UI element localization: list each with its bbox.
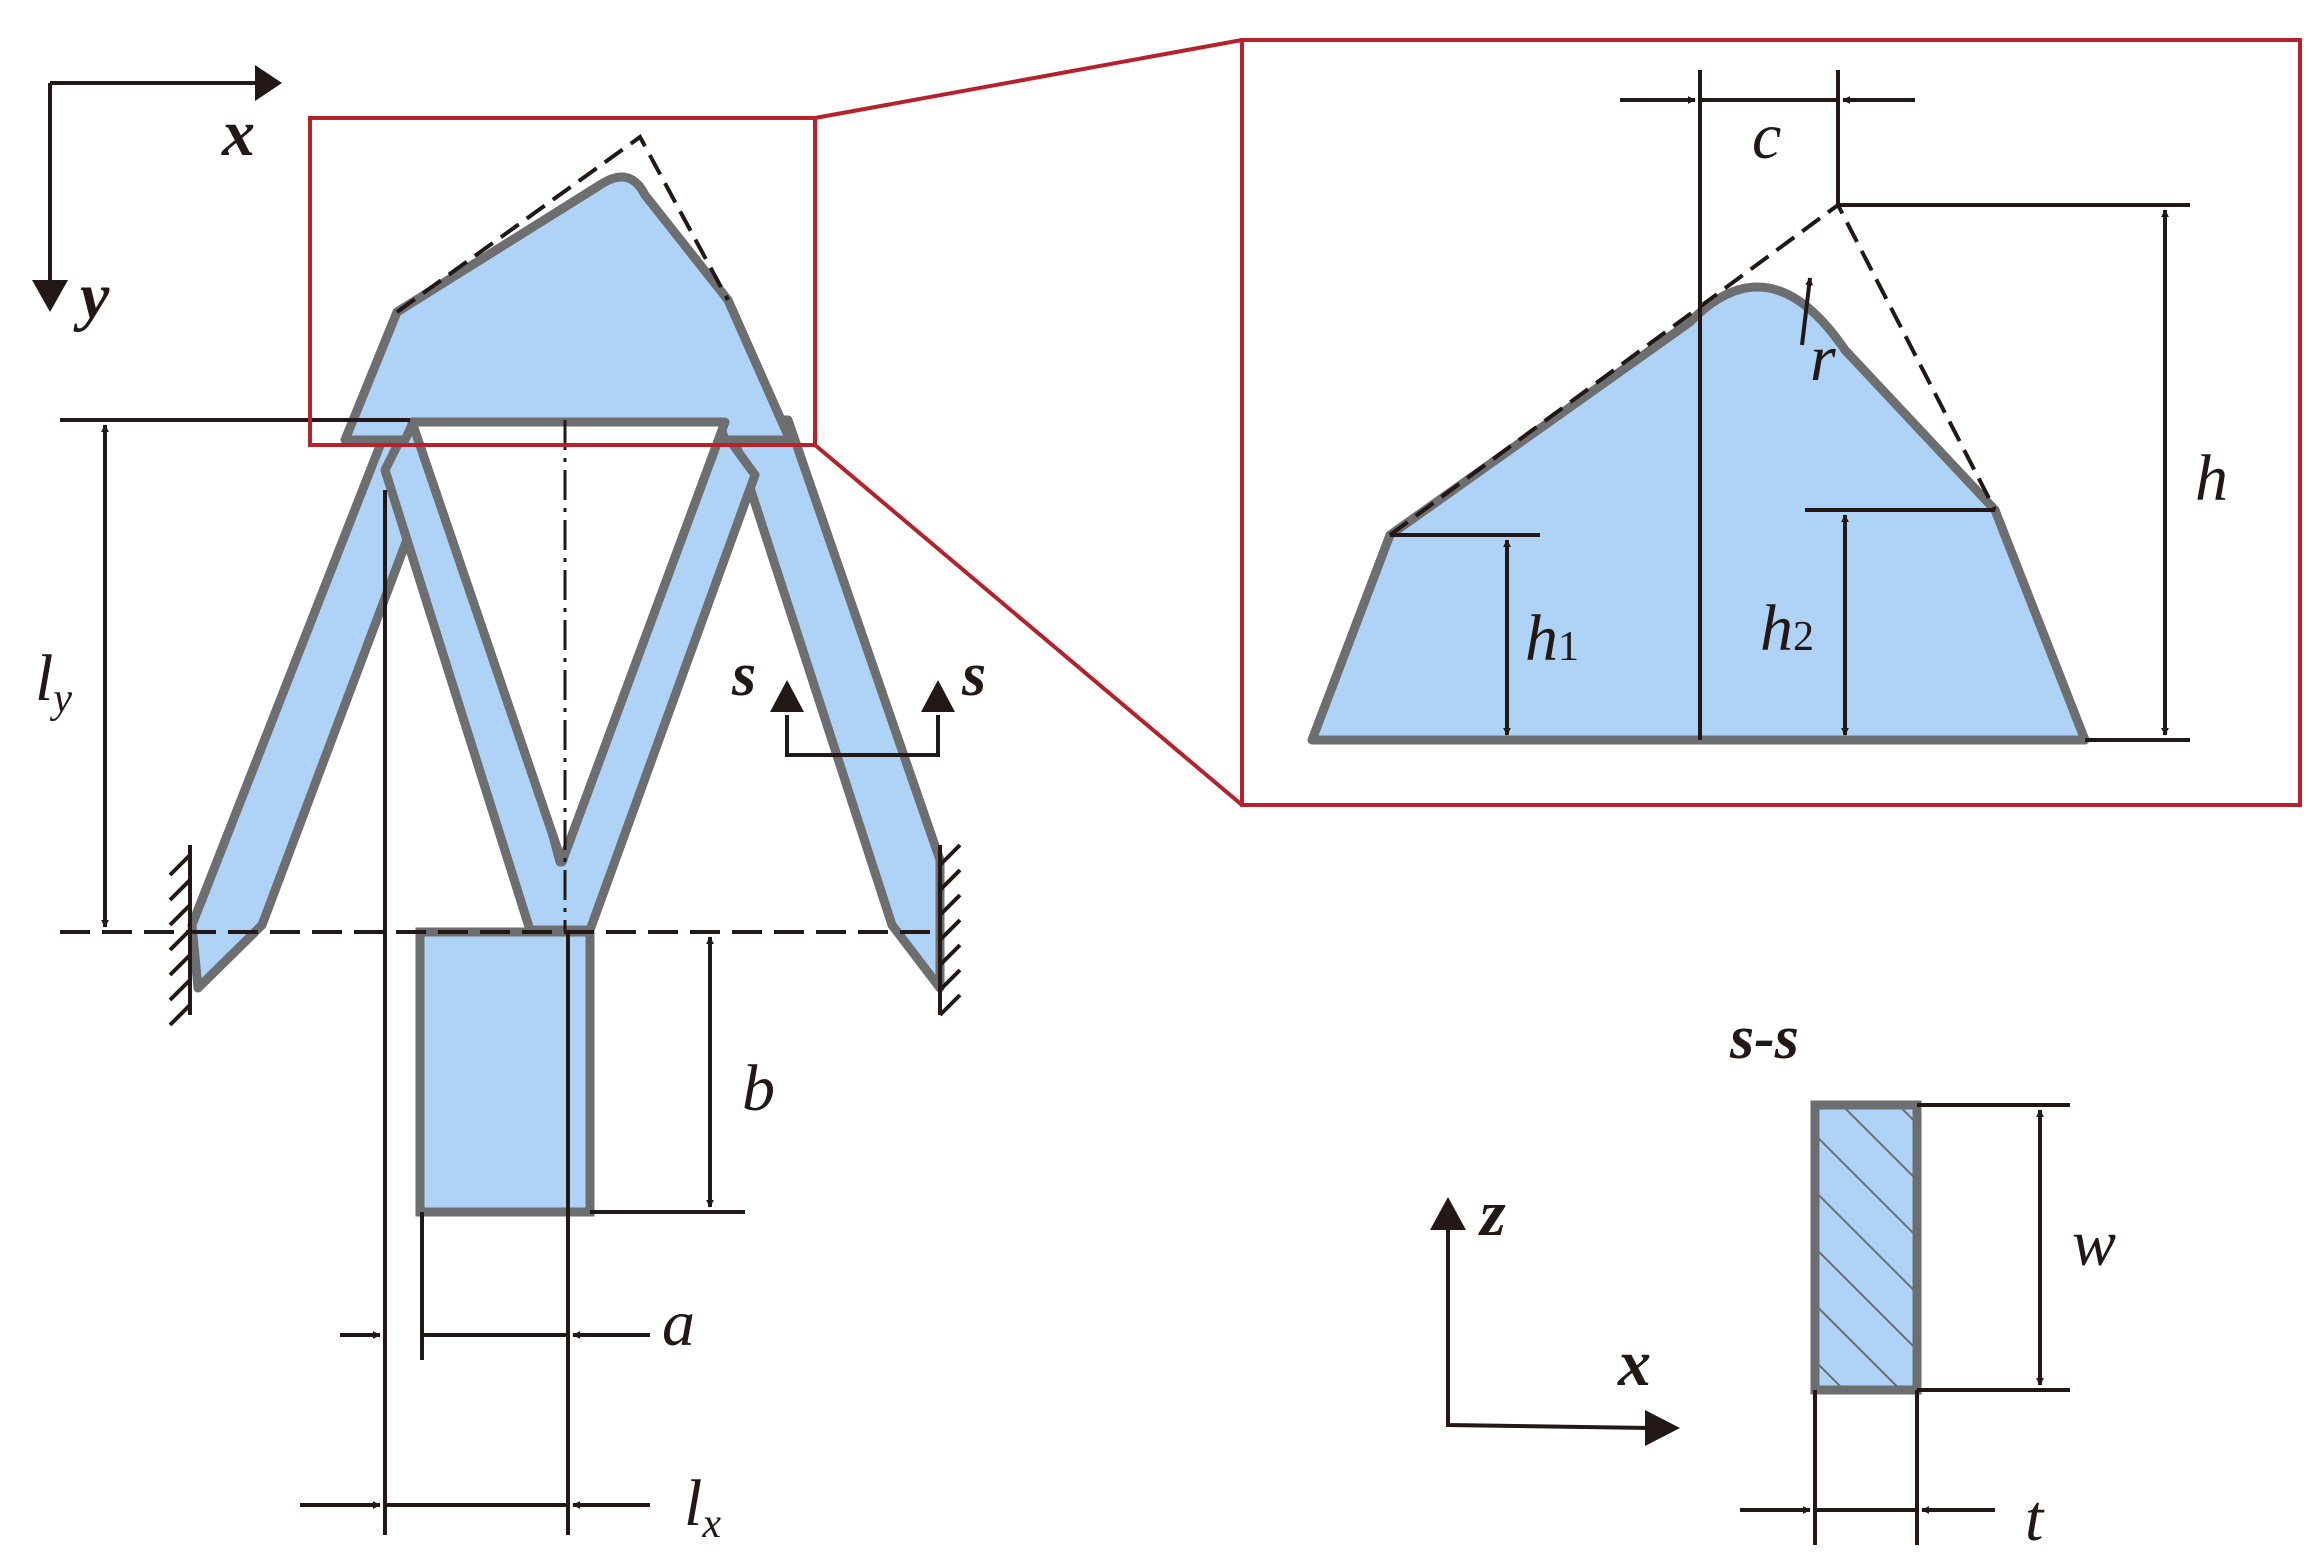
r-label: r (1810, 322, 1836, 395)
cut-label-right: s (961, 641, 986, 709)
main-axes: x y (32, 65, 282, 333)
detail-zoom-box (1240, 38, 2302, 807)
section-axis-z-label: z (1478, 1177, 1506, 1250)
w-label: w (2072, 1207, 2116, 1280)
zoomed-head: c h h1 h2 r (1307, 70, 2228, 745)
cross-section: s-s w t (1729, 1004, 2116, 1555)
h1-label: h (1525, 602, 1558, 675)
section-rect (1810, 1100, 1922, 1395)
lx-subscript: x (701, 1501, 721, 1547)
section-axis-x-label: x (1617, 1327, 1651, 1400)
svg-text:h2: h2 (1760, 592, 1814, 665)
right-fixed-support (938, 843, 962, 1017)
dimension-ly: ly (35, 424, 109, 928)
right-outer-beam (723, 415, 945, 993)
dimension-a: a (340, 490, 695, 1535)
h1-subscript: 1 (1558, 624, 1579, 670)
lower-block (415, 927, 595, 1217)
axis-y-label: y (73, 260, 110, 333)
h2-label: h (1760, 592, 1793, 665)
section-axes: z x (1430, 1177, 1680, 1446)
svg-text:lx: lx (684, 1467, 721, 1547)
section-title: s-s (1729, 1004, 1799, 1072)
svg-text:h1: h1 (1525, 602, 1579, 675)
top-head (340, 172, 795, 445)
detail-callout (308, 38, 2302, 807)
detail-source-box (308, 116, 817, 447)
section-cut-marker: s s (731, 641, 986, 757)
dimension-lx: lx (300, 1467, 721, 1547)
b-label: b (742, 1052, 775, 1125)
h-label: h (2195, 442, 2228, 515)
dimension-b: b (590, 936, 775, 1214)
axis-x-label: x (221, 97, 255, 170)
svg-text:ly: ly (35, 642, 72, 722)
a-label: a (662, 1287, 695, 1360)
lx-label: l (684, 1467, 702, 1540)
inner-cutout (407, 417, 730, 867)
ly-subscript: y (49, 676, 72, 722)
h2-subscript: 2 (1793, 614, 1814, 660)
mechanism-body (187, 172, 945, 1217)
cut-label-left: s (731, 641, 756, 709)
head-ideal-outline (395, 134, 730, 314)
left-fixed-support (168, 845, 192, 1027)
ly-label: l (35, 642, 53, 715)
c-label: c (1752, 100, 1781, 173)
t-label: t (2025, 1482, 2045, 1555)
